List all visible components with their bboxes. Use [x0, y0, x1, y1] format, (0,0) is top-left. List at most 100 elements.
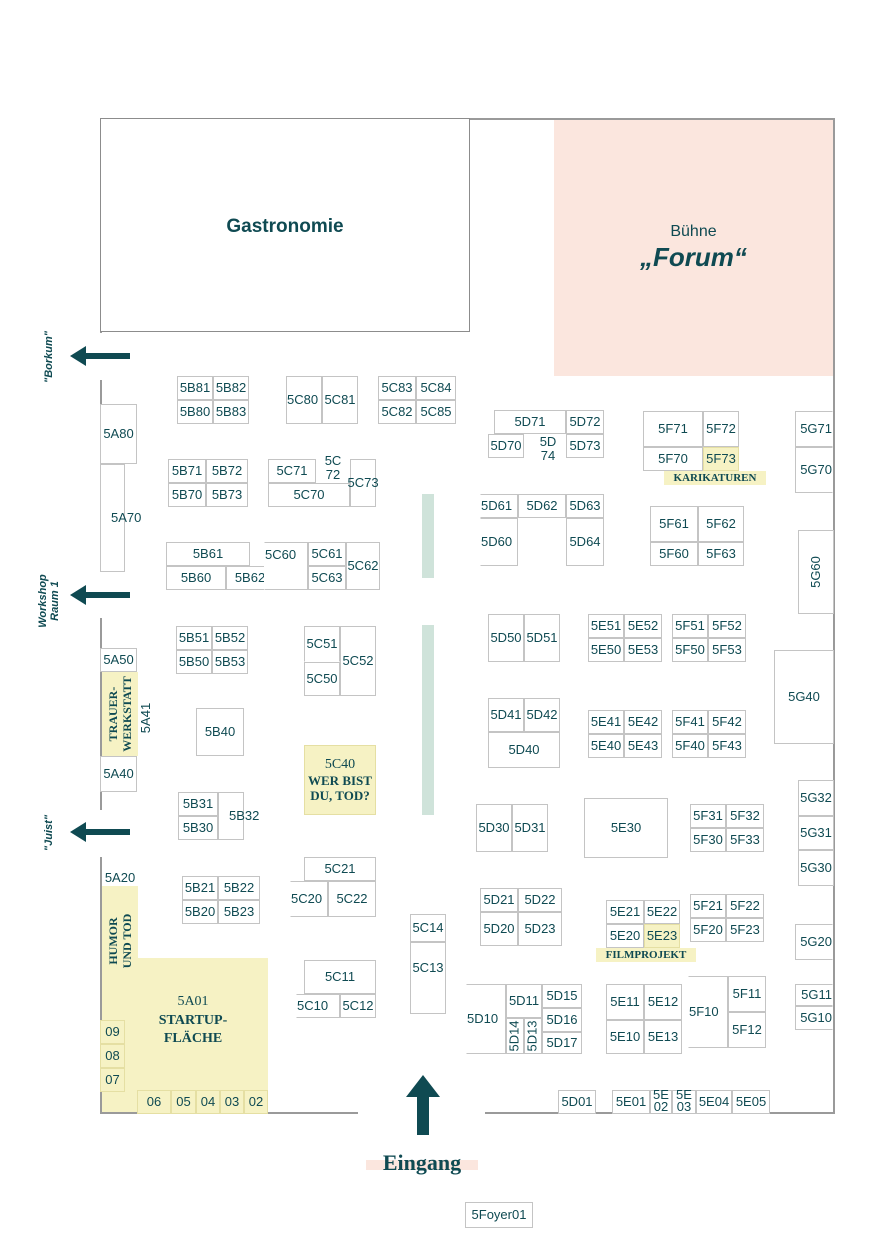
booth-5A80[interactable]: 5A80 — [100, 404, 137, 464]
booth-5F50[interactable]: 5F50 — [672, 638, 708, 662]
booth-5D11[interactable]: 5D11 — [506, 984, 542, 1018]
booth-5E50[interactable]: 5E50 — [588, 638, 624, 662]
booth-5B22[interactable]: 5B22 — [218, 876, 260, 900]
booth-5B51[interactable]: 5B51 — [176, 626, 212, 650]
booth-5D61[interactable]: 5D61 — [480, 494, 518, 518]
booth-5D71[interactable]: 5D71 — [494, 410, 566, 434]
booth-5E40[interactable]: 5E40 — [588, 734, 624, 758]
booth-5D10[interactable]: 5D10 — [466, 984, 506, 1054]
booth-5B53[interactable]: 5B53 — [212, 650, 248, 674]
booth-5C52[interactable]: 5C52 — [340, 626, 376, 696]
booth-5G30[interactable]: 5G30 — [798, 850, 834, 886]
booth-5F31[interactable]: 5F31 — [690, 804, 726, 828]
booth-5F20[interactable]: 5F20 — [690, 918, 726, 942]
booth-5D17[interactable]: 5D17 — [542, 1032, 582, 1054]
booth-5F52[interactable]: 5F52 — [708, 614, 746, 638]
booth-5C61[interactable]: 5C61 — [308, 542, 346, 566]
booth-5D13[interactable]: 5D13 — [524, 1018, 542, 1054]
booth-5G10[interactable]: 5G10 — [795, 1006, 833, 1030]
booth-5E53[interactable]: 5E53 — [624, 638, 662, 662]
booth-5F23[interactable]: 5F23 — [726, 918, 764, 942]
booth-5G71[interactable]: 5G71 — [795, 411, 833, 447]
booth-5F61[interactable]: 5F61 — [650, 506, 698, 542]
booth-5B32[interactable]: 5B32 — [218, 792, 259, 840]
booth-5C14[interactable]: 5C14 — [410, 914, 446, 942]
booth-5C80[interactable]: 5C80 — [286, 376, 322, 424]
booth-5F51[interactable]: 5F51 — [672, 614, 708, 638]
booth-5C12[interactable]: 5C12 — [340, 994, 376, 1018]
booth-5B83[interactable]: 5B83 — [213, 400, 249, 424]
booth-5B50[interactable]: 5B50 — [176, 650, 212, 674]
booth-5E43[interactable]: 5E43 — [624, 734, 662, 758]
booth-09[interactable]: 09 — [100, 1020, 125, 1044]
booth-5C11[interactable]: 5C11 — [304, 960, 376, 994]
booth-5E22[interactable]: 5E22 — [644, 900, 680, 924]
booth-5F10[interactable]: 5F10 — [688, 976, 728, 1048]
booth-5D50[interactable]: 5D50 — [488, 614, 524, 662]
booth-5B23[interactable]: 5B23 — [218, 900, 260, 924]
booth-5A20[interactable]: 5A20 — [104, 869, 136, 885]
booth-5B71[interactable]: 5B71 — [168, 459, 206, 483]
booth-5F41[interactable]: 5F41 — [672, 710, 708, 734]
booth-5C70[interactable]: 5C70 — [268, 483, 350, 507]
booth-5C20[interactable]: 5C20 — [290, 881, 328, 917]
booth-07[interactable]: 07 — [100, 1068, 125, 1092]
booth-5D72[interactable]: 5D72 — [566, 410, 604, 434]
booth-5B40[interactable]: 5B40 — [196, 708, 244, 756]
booth-5C22[interactable]: 5C22 — [328, 881, 376, 917]
booth-5C13[interactable]: 5C13 — [410, 942, 446, 1014]
booth-5C10[interactable]: 5C10 — [296, 994, 340, 1018]
booth-5C73[interactable]: 5C73 — [347, 459, 379, 507]
booth-5D30[interactable]: 5D30 — [476, 804, 512, 852]
booth-5A50[interactable]: 5A50 — [100, 648, 137, 672]
booth-5B73[interactable]: 5B73 — [206, 483, 248, 507]
booth-5E02[interactable]: 5E 02 — [650, 1088, 672, 1114]
booth-5F70[interactable]: 5F70 — [643, 447, 703, 471]
booth-5B21[interactable]: 5B21 — [182, 876, 218, 900]
booth-06[interactable]: 06 — [137, 1090, 171, 1114]
booth-5D73[interactable]: 5D73 — [566, 434, 604, 458]
booth-5F53[interactable]: 5F53 — [708, 638, 746, 662]
booth-5E41[interactable]: 5E41 — [588, 710, 624, 734]
booth-5E20[interactable]: 5E20 — [606, 924, 644, 948]
booth-5B80[interactable]: 5B80 — [177, 400, 213, 424]
booth-5G70[interactable]: 5G70 — [795, 447, 833, 493]
booth-5B52[interactable]: 5B52 — [212, 626, 248, 650]
booth-5E10[interactable]: 5E10 — [606, 1020, 644, 1054]
booth-5E42[interactable]: 5E42 — [624, 710, 662, 734]
booth-5C85[interactable]: 5C85 — [416, 400, 456, 424]
booth-5F42[interactable]: 5F42 — [708, 710, 746, 734]
booth-5A41[interactable]: 5A41 — [137, 702, 153, 734]
booth-5E01[interactable]: 5E01 — [612, 1090, 650, 1114]
booth-5B61[interactable]: 5B61 — [166, 542, 250, 566]
booth-5F43[interactable]: 5F43 — [708, 734, 746, 758]
booth-5B20[interactable]: 5B20 — [182, 900, 218, 924]
booth-5F60[interactable]: 5F60 — [650, 542, 698, 566]
booth-5G31[interactable]: 5G31 — [798, 816, 834, 850]
booth-5C83[interactable]: 5C83 — [378, 376, 416, 400]
booth-5A70[interactable]: 5A70 — [100, 464, 141, 572]
booth-5D31[interactable]: 5D31 — [512, 804, 548, 852]
booth-5C21[interactable]: 5C21 — [304, 857, 376, 881]
booth-foyer[interactable]: 5Foyer01 — [465, 1202, 533, 1228]
booth-5C81[interactable]: 5C81 — [322, 376, 358, 424]
booth-5G11[interactable]: 5G11 — [795, 984, 833, 1006]
booth-5F63[interactable]: 5F63 — [698, 542, 744, 566]
booth-5D74[interactable]: 5D 74 — [539, 434, 557, 463]
booth-5B31[interactable]: 5B31 — [178, 792, 218, 816]
booth-5E11[interactable]: 5E11 — [606, 984, 644, 1020]
booth-5G40[interactable]: 5G40 — [774, 650, 834, 744]
booth-5C71[interactable]: 5C71 — [268, 459, 316, 483]
booth-5G32[interactable]: 5G32 — [798, 780, 834, 816]
booth-5F22[interactable]: 5F22 — [726, 894, 764, 918]
booth-5E03[interactable]: 5E 03 — [672, 1088, 696, 1114]
booth-5D20[interactable]: 5D20 — [480, 912, 518, 946]
booth-5F62[interactable]: 5F62 — [698, 506, 744, 542]
booth-5D62[interactable]: 5D62 — [518, 494, 566, 518]
booth-5D16[interactable]: 5D16 — [542, 1008, 582, 1032]
booth-5G20[interactable]: 5G20 — [795, 924, 833, 960]
booth-5D01[interactable]: 5D01 — [558, 1090, 596, 1114]
booth-5B60[interactable]: 5B60 — [166, 566, 226, 590]
booth-02[interactable]: 02 — [244, 1090, 268, 1114]
booth-5E51[interactable]: 5E51 — [588, 614, 624, 638]
